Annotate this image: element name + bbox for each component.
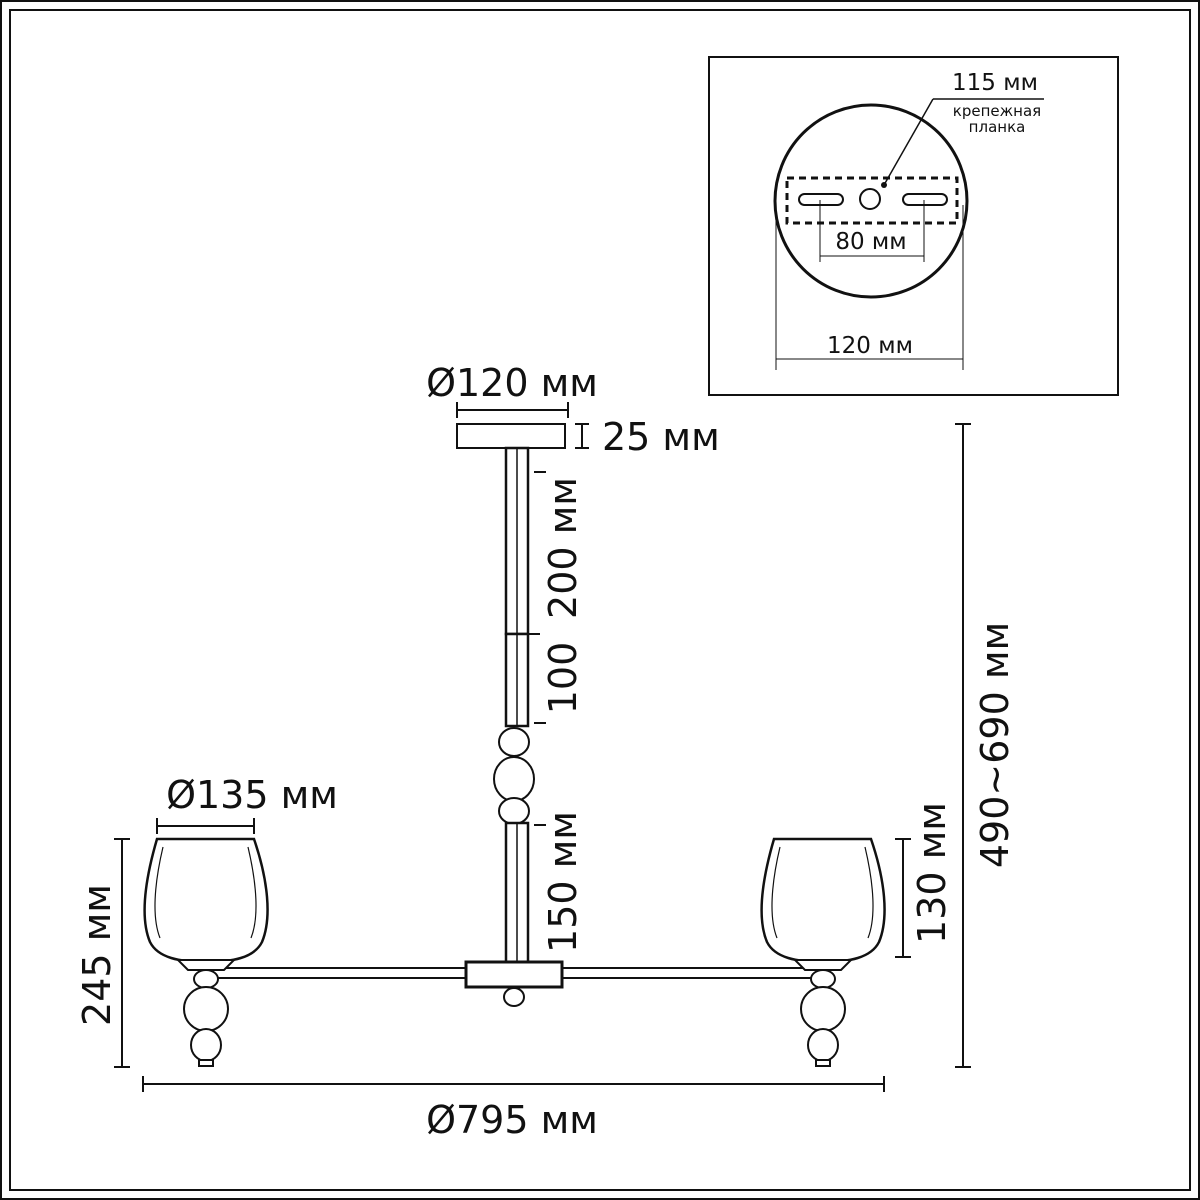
left-bead-3 — [190, 1028, 222, 1062]
right-bead-1 — [810, 969, 836, 989]
dimension-lines — [114, 402, 971, 1092]
fixture — [143, 423, 886, 1067]
rod-upper-label: 200 мм — [541, 477, 585, 619]
left-bead-2 — [183, 986, 229, 1032]
total-height-label: 490~690 мм — [973, 622, 1017, 868]
arm-height-label: 245 мм — [75, 884, 119, 1026]
rod-extension-label: 100 — [541, 642, 585, 715]
center-hub — [464, 960, 564, 989]
right-bead-3 — [807, 1028, 839, 1062]
center-hole — [859, 188, 881, 210]
rod-bead-top — [498, 727, 530, 757]
inner-frame — [9, 9, 1191, 1191]
hole-spacing-label: 80 мм — [835, 229, 906, 255]
shade-right — [760, 837, 886, 964]
rod-lower-label: 150 мм — [541, 811, 585, 953]
shade-height-label: 130 мм — [910, 802, 954, 944]
slot-right — [902, 193, 948, 206]
shade-left — [143, 837, 269, 964]
plate-width-label: 115 мм — [952, 70, 1038, 96]
left-bead-1 — [193, 969, 219, 989]
plate-label-line2: планка — [969, 118, 1026, 136]
canopy-diameter-label: Ø120 мм — [426, 361, 598, 405]
rod-bead-middle — [493, 756, 535, 802]
inset-panel: 115 мм крепежная планка 80 мм 120 мм — [708, 56, 1119, 396]
shade-diameter-label: Ø135 мм — [166, 773, 338, 817]
plate-label-line1: крепежная — [953, 102, 1041, 120]
right-bead-2 — [800, 986, 846, 1032]
rod-bead-bottom — [498, 797, 530, 825]
canopy-width-label: 120 мм — [827, 333, 913, 359]
total-width-label: Ø795 мм — [426, 1098, 598, 1142]
mounting-plate — [785, 176, 959, 225]
canopy — [456, 423, 566, 449]
canopy-height-label: 25 мм — [602, 415, 720, 459]
hub-finial — [503, 987, 525, 1007]
slot-left — [798, 193, 844, 206]
